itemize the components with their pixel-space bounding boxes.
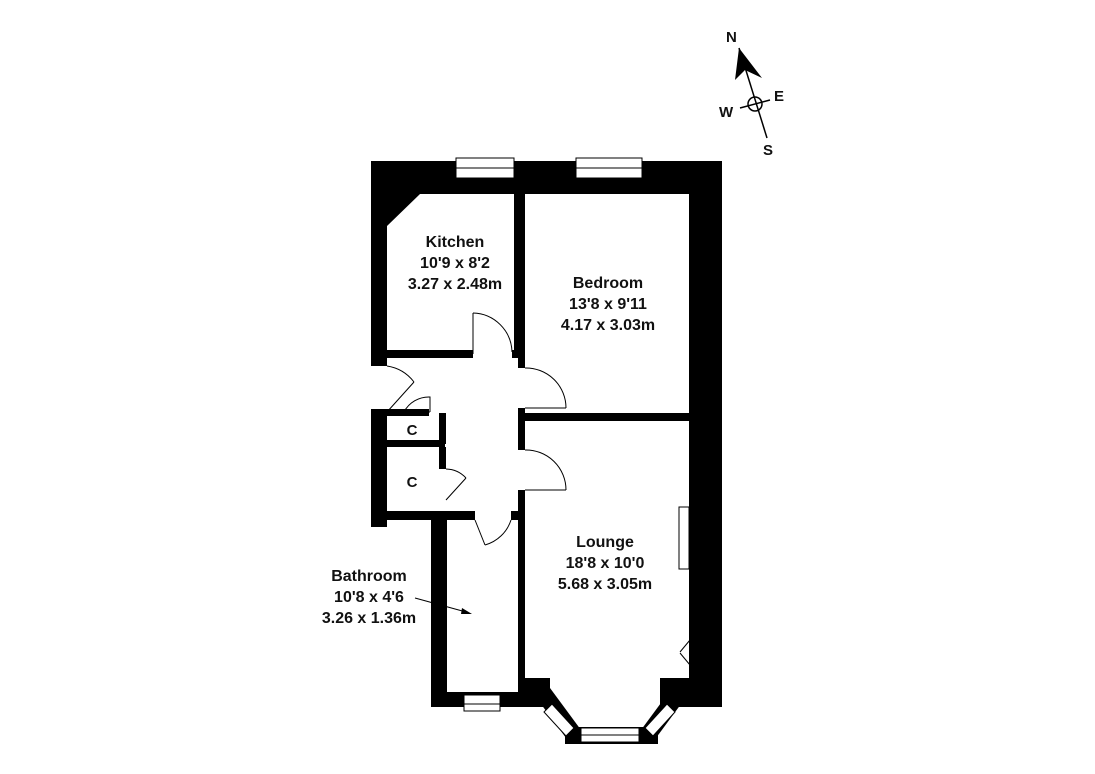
fireplace-door-leaf-1 bbox=[679, 639, 691, 653]
cupboard-lower-right-wall bbox=[439, 447, 446, 469]
bathroom-label: Bathroom 10'8 x 4'6 3.26 x 1.36m bbox=[309, 566, 429, 629]
top-wall bbox=[371, 161, 722, 194]
bedroom-metric: 4.17 x 3.03m bbox=[560, 317, 656, 334]
right-wall bbox=[689, 161, 722, 707]
left-wall-kitchen bbox=[371, 161, 387, 366]
kitchen-chamfer bbox=[387, 194, 420, 226]
fireplace-door-leaf-2 bbox=[679, 652, 691, 666]
hall-right-wall-upper bbox=[518, 354, 525, 368]
fireplace-box bbox=[694, 632, 708, 672]
bathroom-name: Bathroom bbox=[331, 568, 407, 585]
compass-north-label: N bbox=[726, 29, 737, 46]
bedroom-door-arc bbox=[524, 367, 567, 409]
compass-cross-line bbox=[739, 99, 771, 109]
compass-arrow bbox=[735, 48, 762, 80]
hall-right-wall-mid bbox=[518, 408, 525, 450]
bathroom-imperial: 10'8 x 4'6 bbox=[334, 589, 404, 606]
cupboard-upper-label: C bbox=[406, 422, 418, 439]
kitchen-bottom-wall bbox=[387, 350, 473, 358]
compass bbox=[735, 47, 771, 139]
bathroom-metric: 3.26 x 1.36m bbox=[321, 610, 417, 627]
kitchen-imperial: 10'9 x 8'2 bbox=[420, 255, 490, 272]
bay-window-right bbox=[644, 703, 676, 737]
bedroom-splay-right bbox=[640, 177, 658, 194]
lounge-imperial: 18'8 x 10'0 bbox=[565, 555, 645, 572]
kitchen-door-arc bbox=[472, 312, 513, 353]
front-door-arc bbox=[386, 365, 415, 383]
compass-east-label: E bbox=[774, 88, 785, 105]
left-wall-cupboards bbox=[371, 409, 387, 527]
bedroom-splay-left bbox=[560, 177, 578, 194]
lounge-metric: 5.68 x 3.05m bbox=[557, 576, 653, 593]
bedroom-lounge-wall bbox=[519, 413, 689, 421]
lounge-door-arc bbox=[524, 449, 567, 491]
bathroom-pointer-head bbox=[461, 608, 472, 614]
cupboard-lower-door-leaf bbox=[445, 477, 467, 501]
cupboard-right-wall bbox=[439, 413, 446, 444]
bathroom-pointer bbox=[414, 597, 472, 614]
lounge-side-panel bbox=[678, 506, 690, 570]
kitchen-name: Kitchen bbox=[425, 234, 485, 251]
bathroom-pointer-line bbox=[414, 597, 467, 613]
kitchen-label: Kitchen 10'9 x 8'2 3.27 x 2.48m bbox=[395, 232, 515, 295]
bedroom-label: Bedroom 13'8 x 9'11 4.17 x 3.03m bbox=[548, 273, 668, 336]
bedroom-imperial: 13'8 x 9'11 bbox=[569, 296, 647, 313]
hall-right-wall-lower bbox=[518, 490, 525, 692]
bathroom-window bbox=[463, 694, 501, 712]
bathroom-door-arc bbox=[484, 519, 512, 546]
compass-center bbox=[747, 96, 763, 112]
bedroom-name: Bedroom bbox=[572, 275, 644, 292]
bay-window-glass bbox=[543, 703, 676, 737]
door-swings bbox=[386, 312, 691, 666]
compass-west-label: W bbox=[719, 104, 734, 121]
cupboards-bottom-wall bbox=[387, 511, 475, 520]
bathroom-top-wall-right bbox=[511, 511, 525, 520]
lounge-label: Lounge 18'8 x 10'0 5.68 x 3.05m bbox=[545, 532, 665, 595]
kitchen-bedroom-wall bbox=[514, 194, 525, 354]
bathroom-door-leaf bbox=[474, 519, 486, 546]
bay-window-left bbox=[543, 703, 575, 737]
windows bbox=[455, 157, 690, 743]
lounge-name: Lounge bbox=[576, 534, 634, 551]
cupboard-lower-label: C bbox=[406, 474, 418, 491]
cupboard-lower-door-arc bbox=[445, 468, 467, 479]
cupboard-upper-door-arc bbox=[403, 396, 431, 413]
front-door-leaf bbox=[386, 381, 415, 413]
compass-south-label: S bbox=[763, 142, 774, 159]
cupboard-divider bbox=[387, 440, 445, 447]
bathroom-left-wall bbox=[431, 518, 447, 707]
kitchen-metric: 3.27 x 2.48m bbox=[407, 276, 503, 293]
